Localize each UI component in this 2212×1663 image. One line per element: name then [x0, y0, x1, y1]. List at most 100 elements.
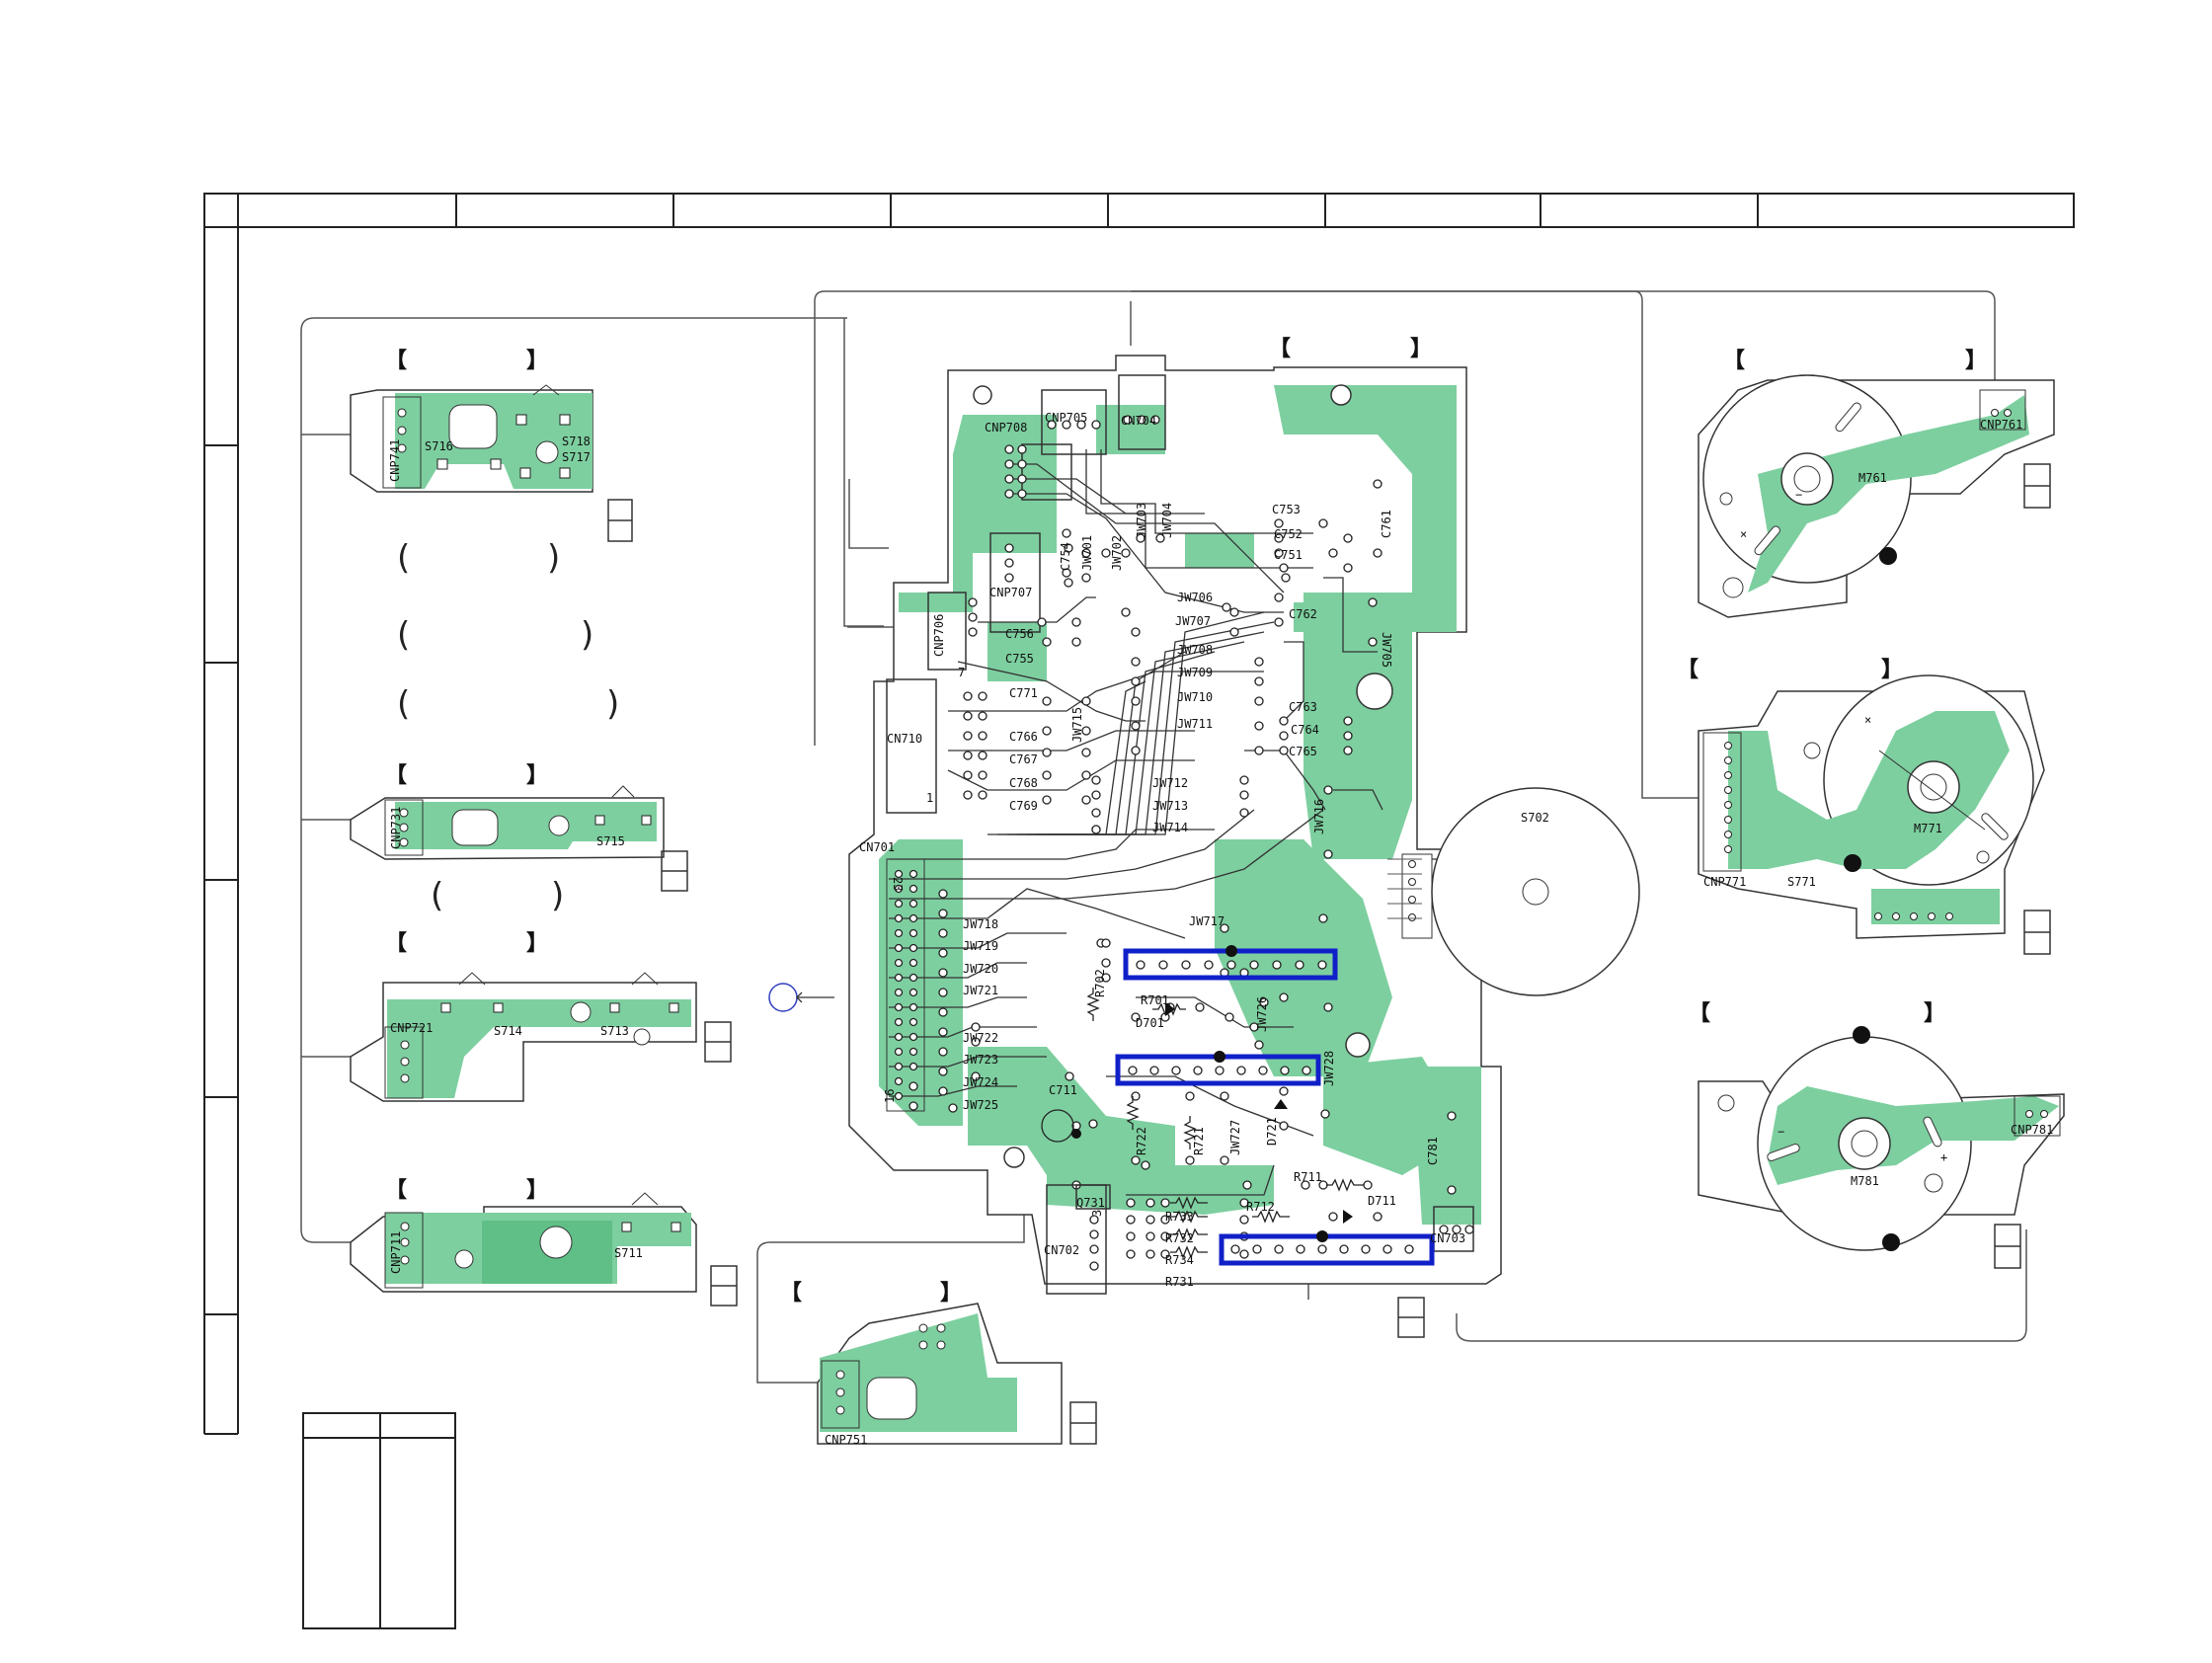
label-s714: S714: [494, 1024, 522, 1038]
bracket-open: 【: [385, 349, 407, 373]
label-c711: C711: [1049, 1083, 1077, 1097]
label-jw716: JW716: [1312, 799, 1326, 834]
label-jw704: JW704: [1160, 503, 1174, 538]
label-jw721: JW721: [963, 984, 998, 997]
label-r721: R721: [1192, 1127, 1206, 1155]
label-cn702: CN702: [1044, 1243, 1079, 1257]
label-jw710: JW710: [1177, 690, 1213, 704]
label-x: ×: [1740, 527, 1747, 541]
label-jw720: JW720: [963, 962, 998, 976]
label-jw702: JW702: [1110, 535, 1124, 571]
label-c769: C769: [1009, 799, 1038, 813]
bracket-open: 【: [385, 763, 407, 788]
label-s713: S713: [600, 1024, 629, 1038]
svg-text:(: (: [397, 538, 410, 578]
label-cn703: CN703: [1430, 1231, 1465, 1245]
label-r731: R731: [1165, 1275, 1194, 1289]
label-jw705: JW705: [1380, 632, 1393, 668]
label-jw701: JW701: [1080, 535, 1094, 571]
label-pin-23: 23: [891, 877, 905, 891]
main-board: S702 CNP708 CNP705 CN704 CNP707 CNP706 C…: [768, 337, 1640, 1338]
bracket-close: 】: [1410, 337, 1432, 361]
label-jw727: JW727: [1228, 1120, 1242, 1155]
label-c761: C761: [1380, 510, 1393, 538]
label-cnp781: CNP781: [2011, 1123, 2053, 1137]
label-cn701: CN701: [859, 840, 895, 854]
grid-frame: [203, 193, 2075, 1435]
label-s702: S702: [1521, 811, 1549, 825]
label-d701: D701: [1136, 1016, 1164, 1030]
label-jw719: JW719: [963, 939, 998, 953]
label-pin-7: 7: [958, 666, 965, 679]
highlight-pins: [1128, 960, 1414, 1254]
label-r732: R732: [1165, 1231, 1194, 1245]
label-jw715: JW715: [1070, 707, 1084, 743]
label-c753: C753: [1272, 503, 1301, 516]
label-jw707: JW707: [1175, 614, 1211, 628]
board-m781: M781 CNP781 − + 【 】: [1689, 1001, 2065, 1269]
label-jw706: JW706: [1177, 591, 1213, 604]
label-x: ×: [1864, 713, 1871, 727]
label-cnp708: CNP708: [985, 421, 1027, 435]
svg-text:): ): [581, 615, 593, 655]
label-jw709: JW709: [1177, 666, 1213, 679]
label-plus: +: [1940, 1150, 1947, 1164]
label-pin-3: 3: [1090, 1210, 1104, 1217]
label-cnp707: CNP707: [989, 586, 1032, 599]
label-jw712: JW712: [1152, 776, 1188, 790]
label-c771: C771: [1009, 686, 1038, 700]
bracket-close: 】: [1881, 658, 1903, 682]
label-jw725: JW725: [963, 1098, 998, 1112]
label-cnp751: CNP751: [825, 1433, 867, 1447]
label-jw728: JW728: [1322, 1051, 1336, 1086]
label-cnp761: CNP761: [1980, 418, 2022, 432]
svg-text:): ): [606, 684, 619, 724]
label-r734: R734: [1165, 1253, 1194, 1267]
label-r733: R733: [1165, 1210, 1194, 1224]
bracket-open: 【: [1723, 349, 1745, 373]
label-jw713: JW713: [1152, 799, 1188, 813]
bracket-close: 】: [526, 1178, 548, 1203]
label-m781: M781: [1851, 1174, 1879, 1188]
label-r701: R701: [1141, 993, 1169, 1007]
label-c765: C765: [1289, 745, 1317, 758]
label-jw717: JW717: [1189, 914, 1224, 928]
component-symbols: [1041, 988, 1364, 1259]
label-s771: S771: [1787, 875, 1816, 889]
bracket-open: 【: [385, 931, 407, 956]
label-d721: D721: [1265, 1117, 1279, 1146]
label-jw723: JW723: [963, 1053, 998, 1067]
label-q731: Q731: [1076, 1196, 1105, 1210]
legend-table: [302, 1412, 456, 1629]
label-cnp705: CNP705: [1045, 411, 1087, 425]
label-jw722: JW722: [963, 1031, 998, 1045]
svg-text:(: (: [431, 876, 443, 915]
bracket-close: 】: [1924, 1001, 1945, 1026]
svg-text:(: (: [397, 684, 410, 724]
label-r702: R702: [1093, 969, 1107, 997]
label-c756: C756: [1005, 627, 1034, 641]
label-s711: S711: [614, 1246, 643, 1260]
label-jw708: JW708: [1177, 643, 1213, 657]
label-cn710: CN710: [887, 732, 922, 746]
label-c752: C752: [1274, 527, 1303, 541]
board-m761: M761 CNP761 × − 【 】: [1698, 349, 2055, 618]
label-r722: R722: [1135, 1127, 1148, 1155]
bracket-open: 【: [1677, 658, 1698, 682]
svg-text:): ): [551, 876, 564, 915]
parenthesis-decorations: () () () (): [397, 538, 619, 915]
label-m771: M771: [1914, 822, 1942, 835]
bracket-close: 】: [1965, 349, 1987, 373]
label-jw724: JW724: [963, 1075, 998, 1089]
svg-text:(: (: [397, 615, 410, 655]
bracket-open: 【: [1269, 337, 1291, 361]
label-r712: R712: [1246, 1200, 1275, 1214]
label-c764: C764: [1291, 723, 1319, 737]
label-pin-16: 16: [883, 1089, 897, 1103]
label-s715: S715: [596, 834, 625, 848]
label-jw714: JW714: [1152, 821, 1188, 834]
label-c763: C763: [1289, 700, 1317, 714]
label-jw703: JW703: [1135, 503, 1148, 538]
label-m761: M761: [1858, 471, 1887, 485]
